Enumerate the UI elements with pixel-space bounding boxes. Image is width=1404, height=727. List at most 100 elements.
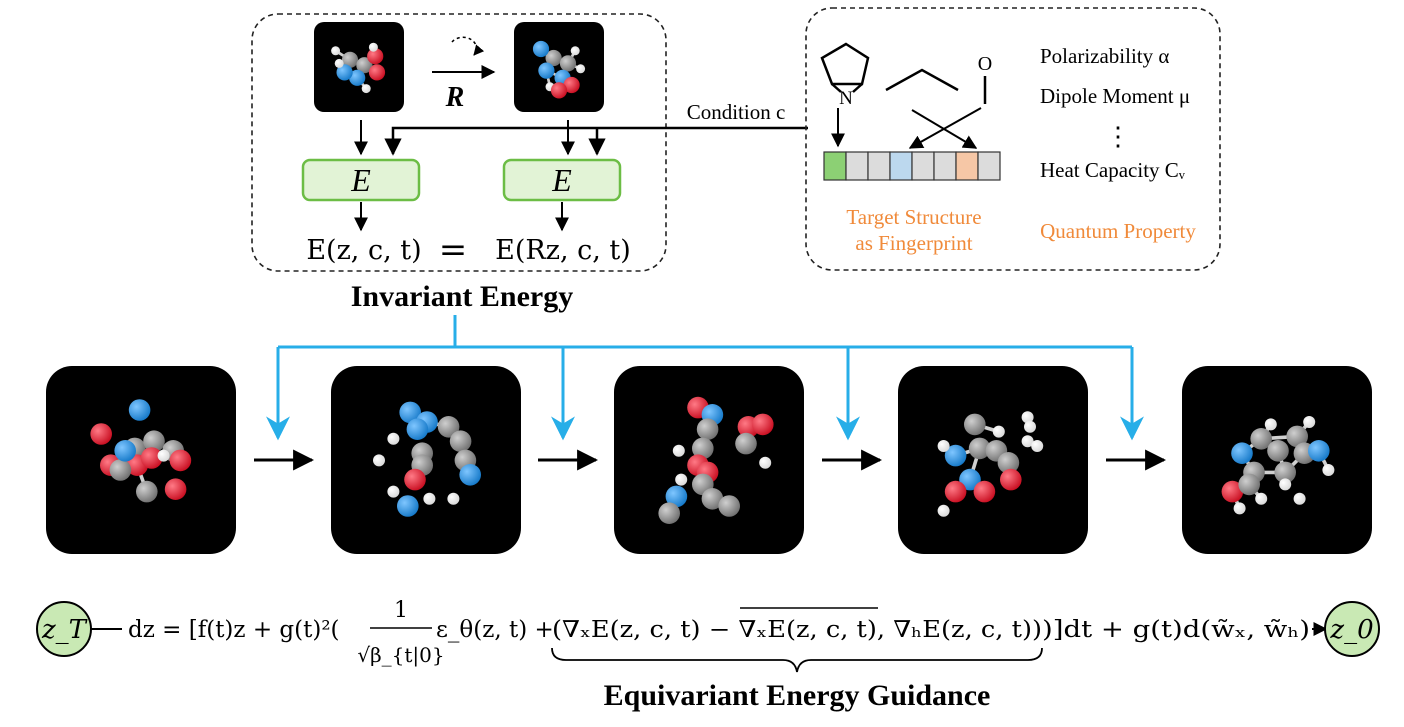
hydrogen-atom [157,449,170,462]
condition-label: Condition c [687,100,786,124]
oxygen-atom [404,468,426,491]
nitrogen-atom [349,69,366,86]
hydrogen-atom [387,432,400,445]
property-dipole: Dipole Moment μ [1040,84,1190,108]
nitrogen-atom [397,495,419,517]
property-polarizability: Polarizability α [1040,44,1169,68]
oxygen-atom [1000,468,1022,491]
equivariant-guidance-title: Equivariant Energy Guidance [604,679,991,712]
equation-rest: )]dt + g(t)d(w̃ₓ, w̃ₕ) [1042,617,1310,643]
trajectory-frame [1182,366,1372,554]
carbon-atom [559,55,577,72]
oxygen-atom [90,423,112,445]
rotation-label: R [445,82,465,113]
node-z-0: z_0 [1324,601,1380,657]
carbon-atom [449,430,472,453]
condition-panel-border [805,7,1221,271]
hydrogen-atom [1021,435,1034,448]
svg-text:N: N [839,88,853,109]
nitrogen-atom [459,464,482,486]
hydrogen-atom [1233,502,1246,515]
carbon-atom [545,49,562,67]
carbon-atom [696,418,719,441]
nitrogen-atom [336,64,353,81]
svg-text:√β_{t|0}: √β_{t|0} [357,643,444,668]
oxygen-atom [368,64,386,81]
quantum-property-label: Quantum Property [1040,219,1196,243]
property-heat-capacity: Heat Capacity Cᵥ [1040,158,1186,182]
hydrogen-atom [937,504,950,517]
equation-guidance-term: (∇ₓE(z, c, t) − ∇ₓE(z, c, t), ∇ₕE(z, c, … [552,617,1042,643]
carbon-atom [437,416,460,438]
invariant-panel-border [251,13,667,272]
hydrogen-atom [759,456,772,469]
hydrogen-atom [1264,418,1277,431]
oxygen-atom [164,478,187,501]
invariant-energy-title: Invariant Energy [351,280,574,313]
energy-box-left: E [301,158,421,202]
fingerprint-cell [845,151,869,181]
fingerprint-cell [955,151,979,181]
guidance-arrows [266,315,1144,441]
oxygen-atom [973,480,996,503]
carbon-atom [109,459,132,481]
fingerprint-label-line2: as Fingerprint [855,231,972,255]
nitrogen-atom [959,468,981,491]
oxygen-atom [367,48,384,65]
carbon-atom [136,480,158,503]
fingerprint-cell [823,151,847,181]
carbon-atom [658,502,680,524]
node-z-T: z_T [36,601,92,657]
hydrogen-atom [576,64,586,74]
trajectory-frame [898,366,1088,554]
trajectory-frame [614,366,804,554]
nitrogen-atom [399,401,422,424]
carbon-atom [143,430,165,453]
nitrogen-atom [538,62,555,79]
carbon-atom [1267,440,1289,462]
carbon-atom [1238,473,1260,496]
oxygen-atom [140,447,163,469]
carbon-atom [964,413,986,436]
equation-fraction: 1 √β_{t|0} [357,598,444,668]
fingerprint-cell [889,151,913,181]
hydrogen-atom [672,444,685,457]
svg-text:1: 1 [394,598,408,623]
hydrogen-atom [361,84,371,94]
svg-text:O: O [978,53,992,75]
carbon-atom [968,437,991,460]
molecule-after-rotation [514,22,604,112]
nitrogen-atom [128,399,151,421]
fingerprint-cell [911,151,935,181]
svg-text:E: E [551,162,572,198]
fingerprint-vector [823,151,1001,181]
oxygen-atom [1221,480,1244,503]
equation-lhs: dz = [f(t)z + g(t)²( [128,617,340,643]
nitrogen-atom [944,444,967,467]
carbon-atom [997,452,1020,474]
fingerprint-cell [867,151,891,181]
hydrogen-atom [992,425,1005,438]
hydrogen-atom [1279,478,1292,491]
carbon-atom [718,495,740,517]
fingerprint-cell [933,151,957,181]
nitrogen-atom [1231,442,1253,465]
carbon-atom [735,432,757,455]
hydrogen-atom [373,454,385,467]
hydrogen-atom [1024,420,1036,433]
trajectory-frame [331,366,521,554]
carbon-atom [1250,428,1272,450]
condition-wire [384,126,808,156]
pyrrolidine-structure: N [820,42,870,109]
hydrogen-atom [570,46,580,56]
equation-invariant-right: E(Rz, c, t) [495,235,631,266]
oxygen-atom [563,76,580,94]
carbon-atom [356,57,373,74]
hydrogen-atom [1322,464,1335,476]
oxygen-atom [550,82,568,99]
rotation-arrow [432,36,496,79]
hydrogen-atom [675,473,688,486]
fingerprint-label-line1: Target Structure [846,205,981,229]
underbrace [551,647,1043,673]
